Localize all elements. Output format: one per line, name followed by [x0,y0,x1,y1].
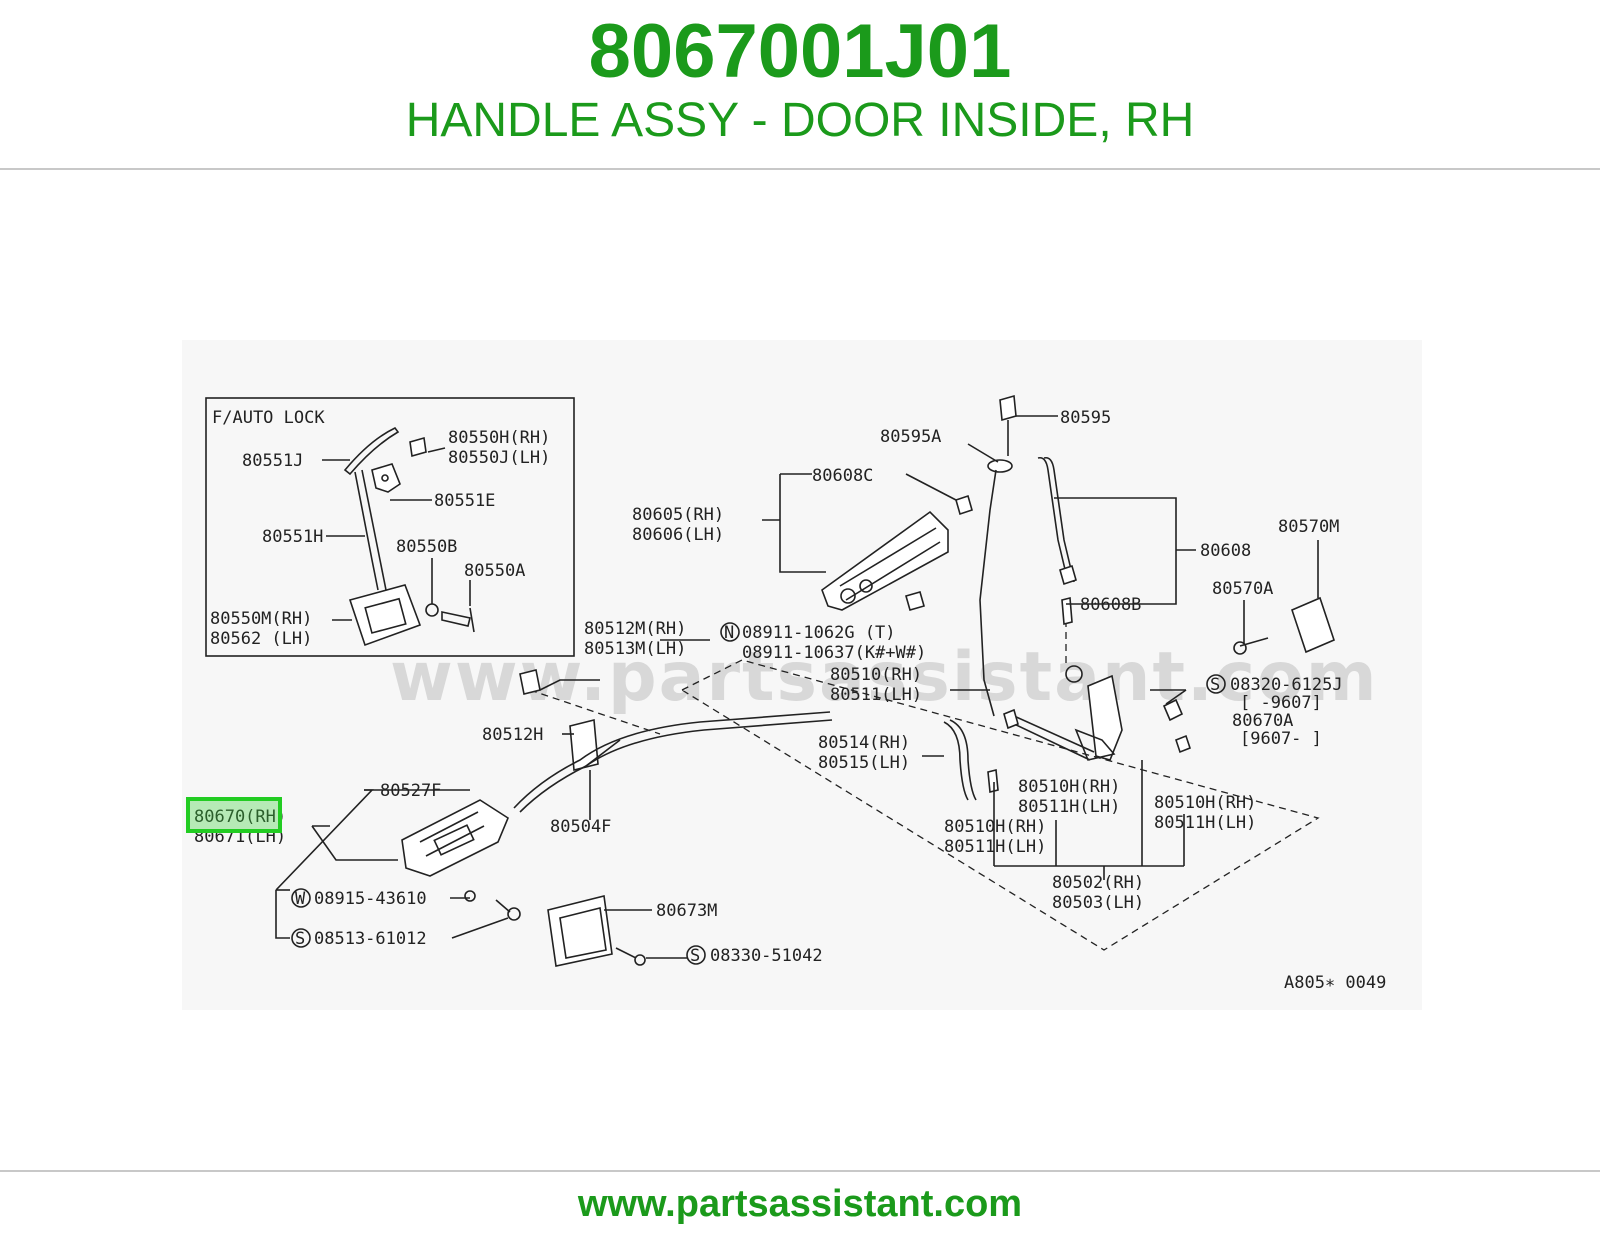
callout-08911-10637: 08911-10637(K#+W#) [742,643,926,663]
callout-range-from-9607: [9607- ] [1240,729,1322,749]
callout-08513-61012: 08513-61012 [314,929,427,949]
callout-80514: 80514(RH) [818,733,910,753]
callout-80550a: 80550A [464,561,525,581]
callout-80670: 80670(RH) [194,807,286,827]
callout-80550h: 80550H(RH) [448,428,550,448]
callout-80595a: 80595A [880,427,941,447]
callout-range-to-9607: [ -9607] [1240,693,1322,713]
callout-80608c: 80608C [812,466,873,486]
callout-08330-51042: 08330-51042 [710,946,823,966]
callout-80511h-b: 80511H(LH) [1154,813,1256,833]
outer-handle-assembly [821,394,1335,801]
symbol-w: W [295,889,306,909]
header: 8067001J01 HANDLE ASSY - DOOR INSIDE, RH [0,0,1600,170]
callout-80673m: 80673M [656,901,717,921]
highlighted-part-callout[interactable] [186,797,282,833]
inset-title: F/AUTO LOCK [212,408,325,428]
callout-08320-6125j: 08320-6125J [1230,675,1343,695]
callout-80550b: 80550B [396,537,457,557]
callout-80512m: 80512M(RH) [584,619,686,639]
callout-80504f: 80504F [550,817,611,837]
callout-80511: 80511(LH) [830,685,922,705]
main-leaders [275,639,1185,959]
callout-80670a: 80670A [1232,711,1293,731]
callout-80510h-b: 80510H(RH) [1154,793,1256,813]
callout-80510h-a: 80510H(RH) [1018,777,1120,797]
callout-08915-43610: 08915-43610 [314,889,427,909]
callout-80513m: 80513M(LH) [584,639,686,659]
callout-80595: 80595 [1060,408,1111,428]
callout-80608: 80608 [1200,541,1251,561]
callout-80551h: 80551H [262,527,323,547]
diagram-reference-code: A805∗ 0049 [1284,973,1386,993]
callout-80515: 80515(LH) [818,753,910,773]
callout-80550j: 80550J(LH) [448,448,550,468]
callout-80570a: 80570A [1212,579,1273,599]
inset-parts [343,426,475,647]
inset-leaders [322,447,471,621]
callout-80527f: 80527F [380,781,441,801]
callout-80502: 80502(RH) [1052,873,1144,893]
symbol-s-08513: S [295,929,305,949]
callout-80510h-c: 80510H(RH) [944,817,1046,837]
callout-08911-1062g: 08911-1062G (T) [742,623,896,643]
part-description: HANDLE ASSY - DOOR INSIDE, RH [405,94,1195,147]
callout-80562: 80562 (LH) [210,629,312,649]
callout-80510: 80510(RH) [830,665,922,685]
callout-80605: 80605(RH) [632,505,724,525]
inset-box [205,397,575,657]
symbol-s-08320: S [1210,675,1220,695]
callout-80608b: 80608B [1080,595,1141,615]
callout-80570m: 80570M [1278,517,1339,537]
upper-right-leaders [762,415,1319,757]
symbol-n: N [724,623,734,643]
callout-80511h-a: 80511H(LH) [1018,797,1120,817]
inside-handle-assembly [401,669,833,967]
callout-80503: 80503(LH) [1052,893,1144,913]
door-panel-outline [680,659,1320,951]
symbol-s-08330: S [690,946,700,966]
part-number-title: 8067001J01 [588,9,1012,94]
header-divider [0,168,1600,170]
footer-site-link[interactable]: www.partsassistant.com [577,1183,1023,1225]
symbol-markers: N W S S S [291,622,1226,966]
callout-80512h: 80512H [482,725,543,745]
watermark: www.partsassistant.com [390,638,1379,717]
callout-80511h-c: 80511H(LH) [944,837,1046,857]
footer-divider [0,1170,1600,1172]
callout-80550m: 80550M(RH) [210,609,312,629]
callout-80551j: 80551J [242,451,303,471]
callout-80551e: 80551E [434,491,495,511]
callout-80606: 80606(LH) [632,525,724,545]
